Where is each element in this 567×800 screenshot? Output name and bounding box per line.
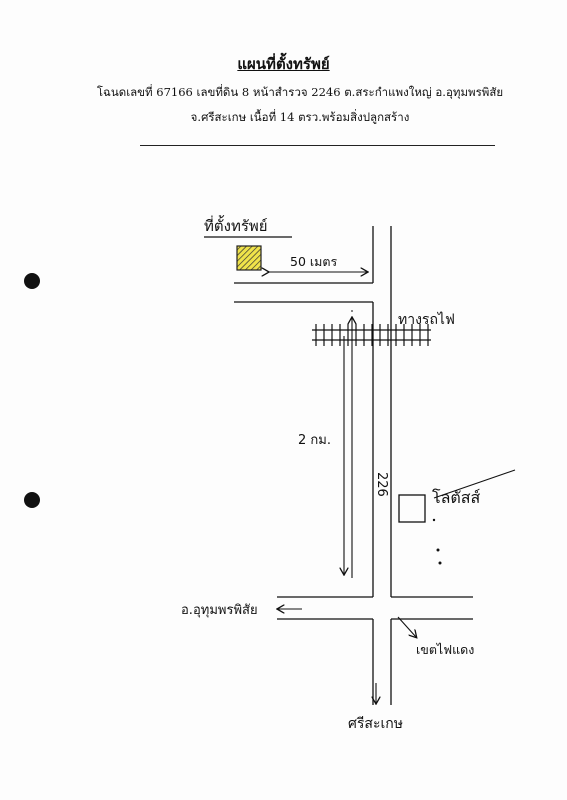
location-details: จ.ศรีสะเกษ เนื้อที่ 14 ตรว.พร้อมสิ่งปลูก… bbox=[190, 110, 410, 124]
road-number-label: 226 bbox=[374, 472, 389, 497]
east-arrow bbox=[397, 616, 416, 637]
punch-hole bbox=[24, 273, 40, 289]
page-title: แผนที่ตั้งทรัพย์ bbox=[237, 55, 330, 73]
railway bbox=[312, 324, 431, 346]
punch-hole bbox=[24, 492, 40, 508]
west-label: อ.อุทุมพรพิสัย bbox=[181, 603, 258, 618]
store-label-stroke bbox=[433, 469, 516, 499]
railway-label: ทางรถไฟ bbox=[398, 311, 455, 328]
divider bbox=[140, 145, 495, 146]
store-label: โลตัสส์ bbox=[432, 488, 481, 507]
east-label: เขตไฟแดง bbox=[416, 642, 474, 657]
distance-label: 50 เมตร bbox=[290, 254, 338, 269]
deed-details: โฉนดเลขที่ 67166 เลขที่ดิน 8 หน้าสำรวจ 2… bbox=[96, 85, 504, 99]
property-label: ที่ตั้งทรัพย์ bbox=[204, 215, 268, 235]
property-marker bbox=[236, 245, 262, 271]
south-label: ศรีสะเกษ bbox=[348, 716, 403, 732]
road-distance-label: 2 กม. bbox=[298, 433, 331, 448]
store-building bbox=[398, 494, 426, 523]
